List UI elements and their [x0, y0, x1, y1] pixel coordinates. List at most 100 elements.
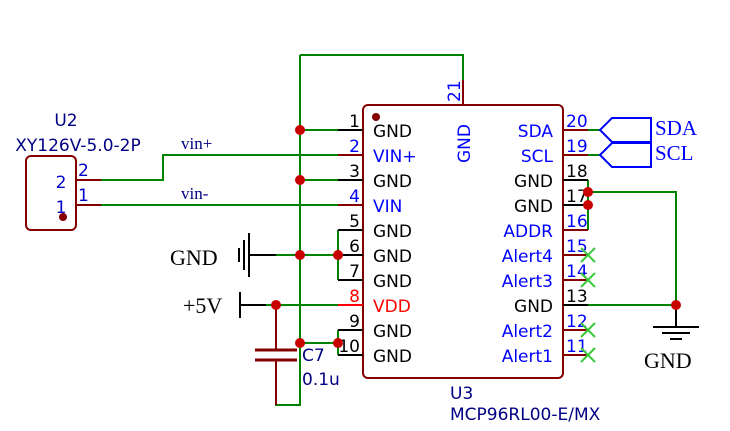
u2-ref: U2 — [54, 111, 77, 131]
wire-right-gnd[interactable] — [588, 191, 677, 306]
pin-name: VDD — [373, 297, 411, 317]
pin-number: 11 — [566, 337, 588, 357]
pin-name: Alert3 — [502, 272, 553, 292]
pin-number: 2 — [349, 137, 360, 157]
c7-ref: C7 — [302, 346, 325, 366]
pin-name: GND — [514, 297, 553, 317]
u3-pin1-marker — [372, 113, 380, 121]
net-label-vin-minus: vin- — [181, 184, 209, 203]
gnd-right-label: GND — [644, 348, 692, 373]
global-label-sda[interactable]: SDA — [598, 116, 698, 143]
pin-name: VIN+ — [373, 147, 417, 167]
pin-number: 8 — [349, 287, 360, 307]
junction — [295, 175, 305, 185]
junction — [271, 300, 281, 310]
global-label-scl[interactable]: SCL — [598, 141, 694, 168]
capacitor-c7[interactable]: C7 0.1u — [255, 305, 340, 405]
junction — [333, 250, 343, 260]
u2-pin2-number: 2 — [78, 161, 89, 181]
pin-name: ADDR — [503, 222, 553, 242]
junction — [583, 187, 593, 197]
pin-number: 16 — [566, 212, 588, 232]
no-connect-icon — [580, 247, 596, 263]
u2-body — [25, 155, 77, 231]
pin-number: 10 — [338, 337, 360, 357]
plus5v-power[interactable]: +5V — [183, 292, 266, 318]
pin-number: 17 — [566, 187, 588, 207]
pin-name: Alert2 — [502, 322, 553, 342]
net-label-vin-plus: vin+ — [181, 134, 212, 153]
c7-value: 0.1u — [302, 370, 340, 390]
pin-name: SDA — [518, 122, 554, 142]
gnd-power-right[interactable]: GND — [644, 318, 699, 373]
pin-name: VIN — [373, 197, 402, 217]
pin-number: 13 — [566, 287, 588, 307]
u3-pin21-name: GND — [455, 124, 475, 163]
pin-number: 1 — [349, 112, 360, 132]
pin-number: 20 — [566, 112, 588, 132]
wire-vin-plus[interactable] — [101, 154, 338, 181]
pin-name: GND — [373, 347, 412, 367]
u2-value: XY126V-5.0-2P — [15, 136, 140, 156]
pin-name: GND — [514, 197, 553, 217]
no-connect-markers — [580, 247, 596, 363]
pin-number: 6 — [349, 237, 360, 257]
no-connect-icon — [580, 322, 596, 338]
junction — [333, 338, 343, 348]
u2-connector[interactable]: U2 XY126V-5.0-2P 2 1 2 1 — [15, 111, 141, 231]
pin-name: GND — [514, 172, 553, 192]
u2-pin1-marker — [59, 213, 67, 221]
sda-label-text: SDA — [655, 116, 698, 140]
pin-name: GND — [373, 222, 412, 242]
u2-pin2-inner: 2 — [56, 173, 67, 193]
pin-number: 19 — [566, 137, 588, 157]
junction — [583, 200, 593, 210]
pin-name: Alert4 — [502, 247, 553, 267]
u3-pin21-number: 21 — [445, 80, 465, 102]
junction — [295, 125, 305, 135]
u2-pin1-number: 1 — [78, 186, 89, 206]
pin-name: GND — [373, 172, 412, 192]
pin-number: 15 — [566, 237, 588, 257]
pin-name: GND — [373, 122, 412, 142]
gnd-power-left[interactable]: GND — [170, 233, 276, 277]
pin-name: SCL — [521, 147, 554, 167]
wire-top-gnd-21[interactable] — [300, 54, 464, 80]
u3-right-pins: 20SDA19SCL18GND17GND16ADDR15Alert414Aler… — [502, 112, 588, 367]
junction — [671, 300, 681, 310]
pin-number: 5 — [349, 212, 360, 232]
junctions — [271, 125, 681, 348]
gnd-left-label: GND — [170, 245, 218, 270]
pin-number: 4 — [349, 187, 360, 207]
scl-label-text: SCL — [655, 141, 694, 165]
pin-number: 14 — [566, 262, 588, 282]
pin-number: 18 — [566, 162, 588, 182]
u3-value: MCP96RL00-E/MX — [450, 405, 601, 425]
pin-number: 12 — [566, 312, 588, 332]
pin-number: 9 — [349, 312, 360, 332]
plus5v-label: +5V — [183, 293, 222, 318]
pin-number: 3 — [349, 162, 360, 182]
wire-gnd-rail[interactable] — [275, 55, 301, 406]
